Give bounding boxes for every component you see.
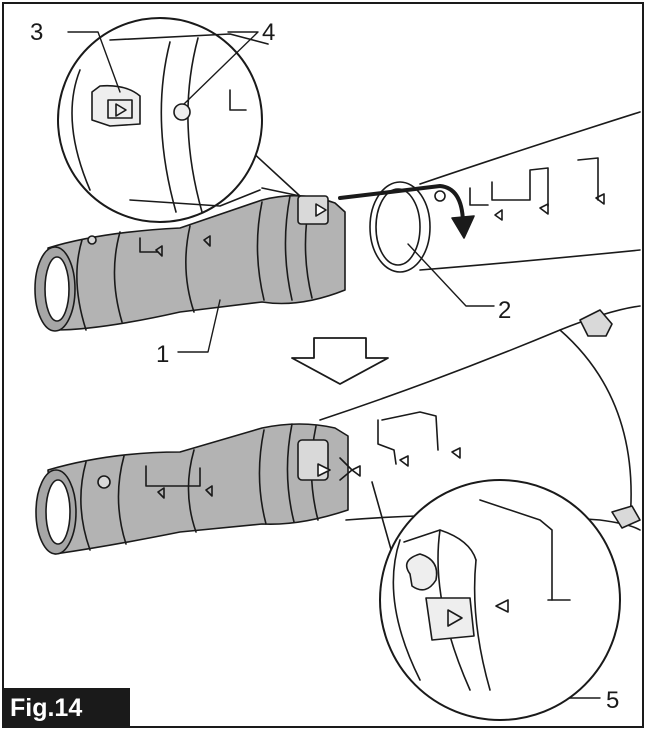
callout-4: 4 <box>262 19 275 46</box>
callout-1: 1 <box>156 341 169 368</box>
bottom-blower-body <box>319 305 641 531</box>
top-zoom-callout <box>57 17 301 223</box>
attach-arrow <box>338 184 475 239</box>
bottom-nozzle <box>35 423 353 555</box>
leader-4 <box>183 31 259 105</box>
figure-label: Fig.14 <box>2 688 130 728</box>
top-nozzle <box>34 194 346 332</box>
leader-2 <box>407 243 495 307</box>
top-pipe <box>369 111 641 273</box>
callout-5: 5 <box>606 687 619 714</box>
callout-2: 2 <box>498 297 511 324</box>
leader-3 <box>67 31 121 93</box>
step-arrow <box>291 337 389 385</box>
callout-3: 3 <box>30 19 43 46</box>
leader-1 <box>177 299 221 353</box>
bottom-zoom-callout <box>371 479 621 721</box>
callout-numbers: 3 4 2 1 5 <box>30 19 619 714</box>
